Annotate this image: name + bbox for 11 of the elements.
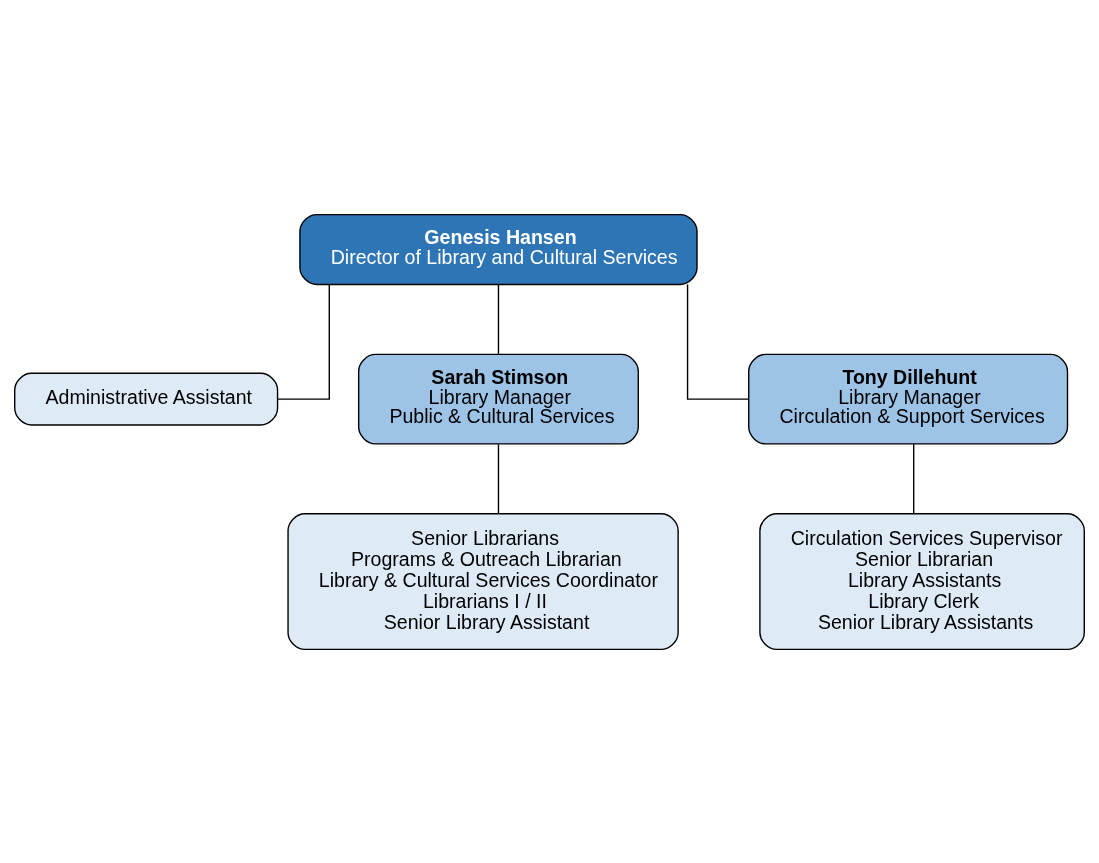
connector [497,443,500,514]
connector [277,283,330,400]
node-box: Tony Dillehunt Library Manager Circulation & Support Services [748,353,1069,445]
node-box: Genesis Hansen Director of Library and Cultural Services [299,213,698,285]
node-box: Administrative Assistant [14,372,279,426]
node-box: Senior Librarians Programs & Outreach Librarian Library & Cultural Services Coordinator Librarians I / II Senior Library Assistant [287,512,679,650]
node-box: Sarah Stimson Library Manager Public & Cultural Services [357,353,639,445]
node-box: Circulation Services Supervisor Senior Librarian Library Assistants Library Clerk Senior Library Assistants [759,512,1085,650]
connector [913,443,915,514]
connector [497,283,500,355]
connector [686,283,750,400]
